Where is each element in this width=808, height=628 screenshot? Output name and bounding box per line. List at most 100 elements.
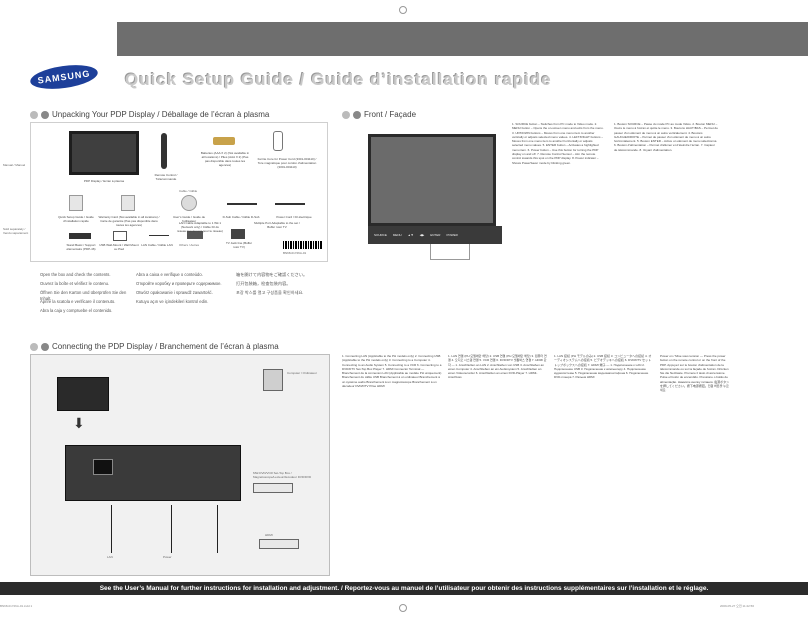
header-band [117,22,808,56]
page-title: Quick Setup Guide / Guide d’installation… [125,70,552,89]
left-right-button[interactable]: ◀▶ [419,233,425,237]
instruction-line: 포장 박스를 열고 구성품을 확인하세요. [236,290,304,295]
wall-mount-image [113,231,127,241]
section-dot-icon [30,110,38,119]
hdmi-device-image [259,539,299,549]
instruction-line: 打开包装箱，检查包装内容。 [236,281,291,286]
arrow-down-icon: ⬇ [73,415,85,431]
section-dot-icon [41,342,49,351]
instruction-line: Kutuyu açın ve içindekileri kontrol edin… [136,299,209,304]
vcr-image [253,483,293,493]
remote-control-image [161,133,167,169]
item-label: USB Wall-Mount / Wall Mount ou Pied [99,243,139,251]
lan-adapter-image [187,231,203,239]
connect-text-col-3: 1. LAN 接続 (PH モデルのみ) 2. USB 接続 3. コンピュータ… [554,354,652,380]
sold-separately-label: Sold separately / Vendu séparément [3,227,29,235]
callout-bracket [430,244,470,260]
section-connecting-heading: Connecting the PDP Display / Branchement… [30,342,279,351]
section-unpacking-title: Unpacking Your PDP Display / Déballage d… [52,110,270,119]
others-label: Others / Autres [179,243,200,247]
cable-line [217,505,218,553]
cable-label: Cable / Câble [179,189,198,193]
instruction-line: Abra a caixa e verifique o conteúdo. [136,272,203,277]
item-label: Ferrite Core for Power Cord (3301-001110… [257,157,317,169]
batteries-image [213,137,235,145]
section-front-title: Front / Façade [364,110,417,119]
dsub-cable-image [227,203,257,205]
item-label: D-Sub Cable / Câble D-Sub [222,215,260,219]
instruction-line: Aprire la scatola e verificare il conten… [40,299,116,304]
power-button[interactable]: POWER [446,233,458,237]
section-unpacking-heading: Unpacking Your PDP Display / Déballage d… [30,110,269,119]
section-front-heading: Front / Façade [342,110,416,119]
connect-text-col-2: 1. LAN 연결 (PH 모델에만 해당) 2. USB 연결 (PH 모델에… [448,354,547,380]
registration-mark-icon [399,604,407,612]
section-dot-icon [342,110,350,119]
rear-tv-image [57,377,109,411]
item-label: Multiple Port Adaptable to the set / Buf… [254,221,300,229]
brand-text: SAMSUNG [37,68,91,86]
power-cord-image [275,203,305,205]
quick-guide-image [69,195,83,211]
front-tv-image [368,134,496,226]
pdp-display-image [69,131,139,175]
item-label: Stand Basic / Support élémentaire (PDP-4… [66,243,96,251]
instruction-line: Откройте коробку и проверьте содержимое. [136,281,222,286]
instruction-line: Abra la caja y compruebe el contenido. [40,308,113,313]
instruction-line: 箱を開けて内容物をご確認ください。 [236,272,308,277]
up-down-button[interactable]: ▲▼ [407,233,414,237]
source-button[interactable]: SOURCE [374,233,387,237]
barcode-image [283,241,323,249]
stand-image [69,233,91,239]
instruction-line: Otwórz opakowanie i sprawdź zawartość. [136,290,213,295]
instruction-line: Ouvrez la boîte et vérifiez le contenu. [40,281,110,286]
rear-panel-image [65,445,241,501]
unpacking-instructions: Open the box and check the contents. Ouv… [40,272,330,332]
warranty-card-image [121,195,135,211]
lan-cable-image [149,235,169,236]
menu-button[interactable]: MENU [392,233,402,237]
registration-mark-icon [399,6,407,14]
item-label: LAN Cable / Câble LAN [141,243,173,247]
unpacking-panel: PDP Display / Ecran à plasma Remote Cont… [3,122,328,262]
barcode-text: BN68-01726A-01 [283,251,307,255]
cd-image [181,195,197,211]
samsung-logo: SAMSUNG [28,61,100,93]
power-label: Power [163,555,172,559]
item-label: PDP Display / Ecran à plasma [83,179,125,183]
section-dot-icon [30,342,38,351]
vcr-label: MW-DVD/VCR Set-Top Box / Magnétoscope/Le… [253,471,312,479]
instruction-line: Open the box and check the contents. [40,272,111,277]
item-label: Power Cord / Fil électrique [276,215,312,219]
connect-text-col-4: Power on / Mise sous tension — Press the… [660,354,730,393]
power-port-icon [93,459,113,475]
section-dot-icon [353,110,361,119]
print-mark-left: BN68-01726A-01.indd 1 [0,604,33,608]
connect-text-col-1: 1. Connecting LAN (Applicable to the PH … [342,354,442,389]
cable-line [171,505,172,553]
manual-label: Manual / Manuel [3,163,26,167]
enter-button[interactable]: ENTER [430,233,441,237]
front-text-col-2: 1. Bouton SOURCE – Passe du mode PC au m… [614,122,718,152]
cable-line [111,505,112,553]
hdmi-label: HDMI [265,533,273,537]
connection-diagram: ⬇ Computer / Ordinateur MW-DVD/VCR Set-T… [30,354,330,576]
item-label: TV Jack line (Buffer rotor TV) [225,241,253,249]
item-label: LAN Cable Adaptable to 1 Wk 1 (Network o… [177,221,223,233]
computer-label: Computer / Ordinateur [287,371,317,375]
computer-image [263,369,283,391]
item-label: Warranty Card (Not available in all loca… [98,215,160,227]
front-text-col-1: 1. SOURCE button – Switches from PC mode… [512,122,604,165]
item-label: User’s Guide / Guide de l’utilisateur [172,215,206,223]
instruction-line: Öffnen Sie den Karton und überprüfen Sie… [40,290,127,301]
print-mark-right: 2009-05-27 오전 11:22:56 [720,604,754,608]
front-control-bar: SOURCE MENU ▲▼ ◀▶ ENTER POWER [368,226,502,244]
ferrite-core-image [273,131,283,151]
footer-text: See the User’s Manual for further instru… [99,585,709,592]
item-label: Batteries (AAA X 2) (Not available in al… [200,151,250,167]
lan-label: LAN [107,555,113,559]
tv-jack-image [231,229,245,239]
section-connecting-title: Connecting the PDP Display / Branchement… [52,342,279,351]
footer-bar: See the User’s Manual for further instru… [0,582,808,595]
item-label: Quick Setup Guide / Guide d’installation… [58,215,94,223]
